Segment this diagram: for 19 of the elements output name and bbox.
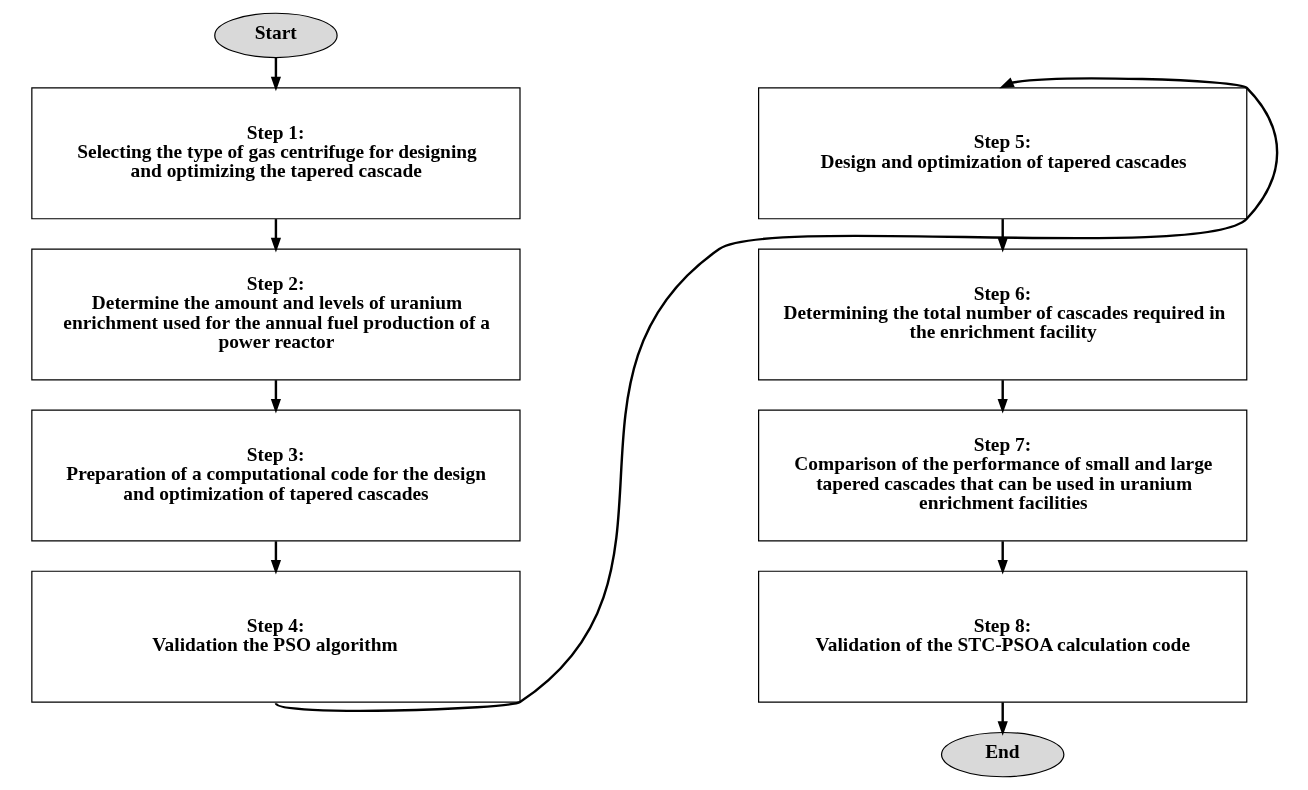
node-ellipse: End xyxy=(940,731,1064,778)
arrow xyxy=(997,541,1008,575)
node-box: Step 5: Design and optimization of tapered cascades xyxy=(757,87,1247,220)
node-box: Step 6: Determining the total number of cascades required in the enrichment facility xyxy=(757,248,1247,381)
node-box: Step 4: Validation the PSO algorithm xyxy=(30,570,521,703)
arrow xyxy=(997,702,1008,736)
arrow xyxy=(270,219,281,253)
arrow xyxy=(270,541,281,575)
node-box: Step 7: Comparison of the performance of small and large tapered cascades that can be used in uranium enrichment facilities xyxy=(757,409,1247,542)
arrow xyxy=(270,57,281,92)
arrow xyxy=(270,380,281,414)
node-box: Step 1: Selecting the type of gas centrifuge for designing and optimizing the tapered cascade xyxy=(30,87,521,220)
arrow xyxy=(997,219,1008,253)
node-ellipse: Start xyxy=(213,12,338,59)
node-box: Step 8: Validation of the STC-PSOA calculation code xyxy=(757,570,1247,703)
arrow xyxy=(275,77,1278,713)
node-box: Step 3: Preparation of a computational code for the design and optimization of tapered cascades xyxy=(30,409,521,542)
arrow xyxy=(997,380,1008,414)
node-box: Step 2: Determine the amount and levels of uranium enrichment used for the annual fuel production of a power reactor xyxy=(30,248,521,381)
